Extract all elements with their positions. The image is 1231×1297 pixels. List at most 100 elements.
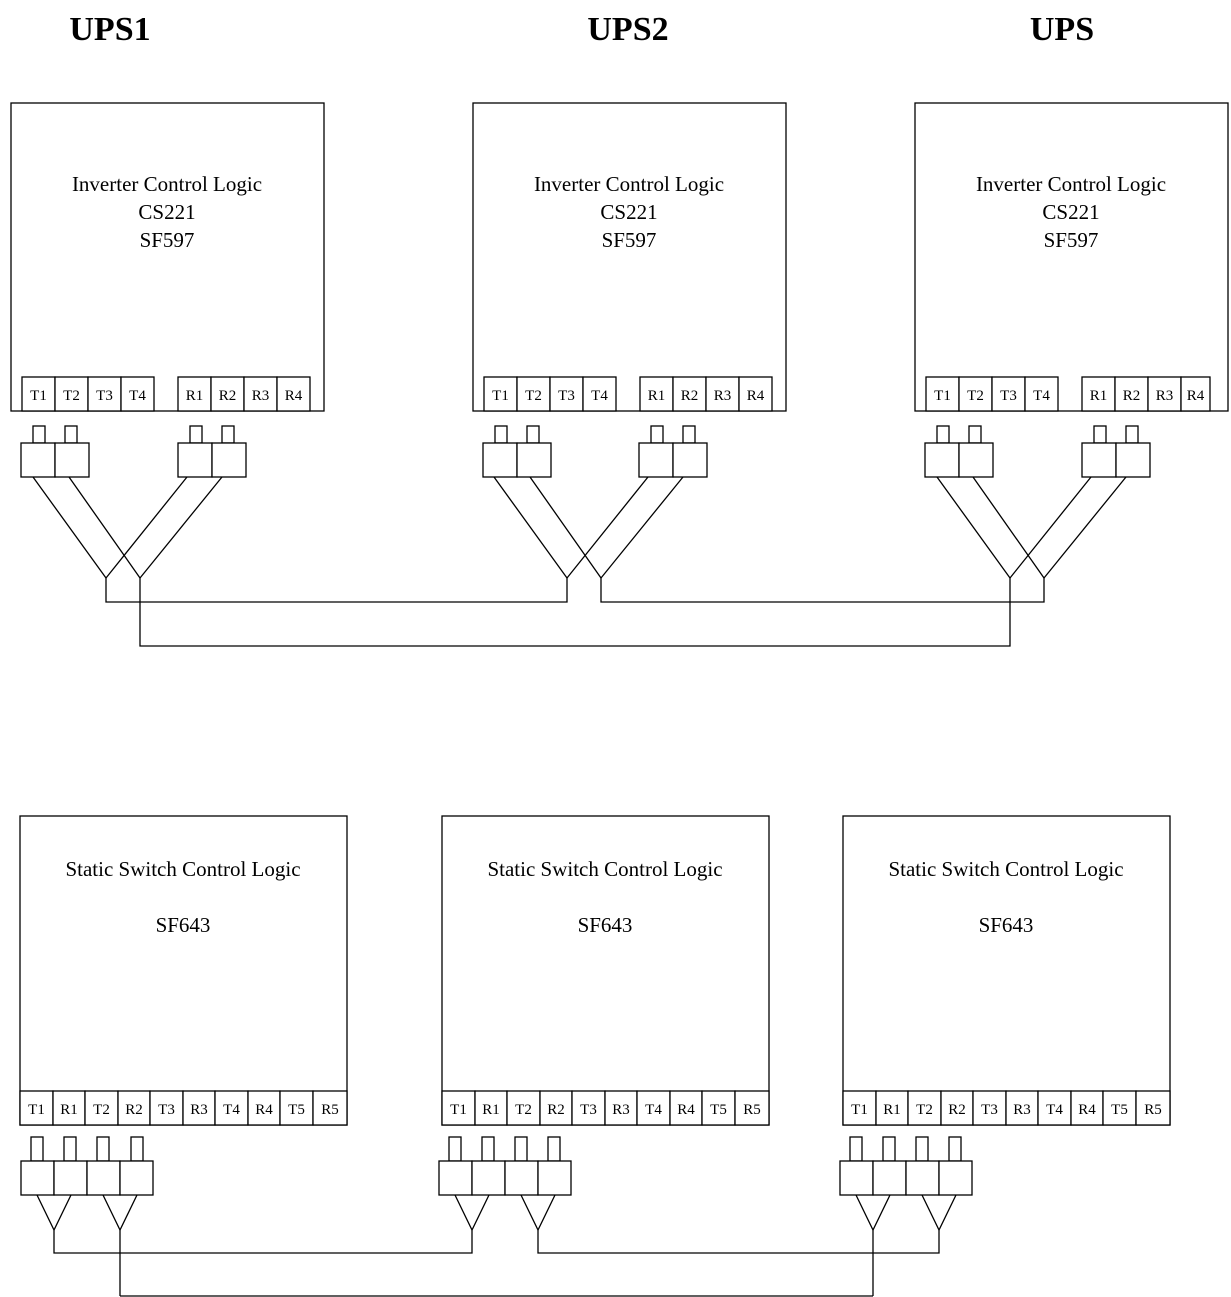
fiber-cables — [36, 1194, 138, 1232]
terminal-r2: R2 — [219, 388, 237, 404]
terminal-r5: R5 — [743, 1102, 761, 1118]
inverter-cs-label: CS221 — [600, 200, 657, 224]
terminal-r3: R3 — [252, 388, 270, 404]
inverter-sf-label: SF597 — [1044, 228, 1099, 252]
fiber-connectors — [20, 1136, 154, 1196]
terminal-strip: T1 R1 T2 R2 T3 R3 T4 R4 T5 R5 — [19, 1090, 348, 1126]
terminal-r3: R3 — [714, 388, 732, 404]
inverter-title-label: Inverter Control Logic — [72, 172, 262, 196]
terminal-t1: T1 — [492, 388, 509, 404]
terminal-r3: R3 — [1013, 1102, 1031, 1118]
fiber-cables — [936, 476, 1127, 579]
terminal-t5: T5 — [1111, 1102, 1128, 1118]
terminal-t4: T4 — [1033, 388, 1050, 404]
inverter-sf-label: SF597 — [140, 228, 195, 252]
terminal-r1: R1 — [60, 1102, 78, 1118]
terminal-t2: T2 — [967, 388, 984, 404]
fiber-cables — [493, 476, 684, 579]
terminal-r4: R4 — [255, 1102, 273, 1118]
terminal-strip-t: T1 T2 T3 T4 — [21, 376, 155, 412]
inverter-cs-label: CS221 — [138, 200, 195, 224]
terminal-strip-t: T1 T2 T3 T4 — [925, 376, 1059, 412]
terminal-r2: R2 — [547, 1102, 565, 1118]
terminal-r4: R4 — [677, 1102, 695, 1118]
switch-title-label: Static Switch Control Logic — [487, 857, 722, 881]
terminal-r3: R3 — [612, 1102, 630, 1118]
terminal-t4: T4 — [645, 1102, 662, 1118]
inverter-title-label: Inverter Control Logic — [976, 172, 1166, 196]
fiber-connectors — [20, 425, 247, 478]
ups2-title: UPS2 — [587, 11, 668, 48]
terminal-t2: T2 — [515, 1102, 532, 1118]
terminal-t1: T1 — [28, 1102, 45, 1118]
terminal-r1: R1 — [648, 388, 666, 404]
terminal-t1: T1 — [851, 1102, 868, 1118]
terminal-r4: R4 — [1187, 388, 1205, 404]
inverter-cs-label: CS221 — [1042, 200, 1099, 224]
terminal-t1: T1 — [934, 388, 951, 404]
terminal-strip-t: T1 T2 T3 T4 — [483, 376, 617, 412]
terminal-t2: T2 — [63, 388, 80, 404]
terminal-t1: T1 — [30, 388, 47, 404]
ups1-title: UPS1 — [69, 11, 150, 48]
inverter-unit-1: Inverter Control Logic CS221 SF597 T1 T2… — [10, 102, 325, 579]
terminal-r5: R5 — [321, 1102, 339, 1118]
terminal-t4: T4 — [591, 388, 608, 404]
terminal-t2: T2 — [93, 1102, 110, 1118]
terminal-strip-r: R1 R2 R3 R4 — [177, 376, 311, 412]
terminal-r1: R1 — [883, 1102, 901, 1118]
terminal-r4: R4 — [1078, 1102, 1096, 1118]
switch-sf-label: SF643 — [979, 913, 1034, 937]
static-switch-unit-1: Static Switch Control Logic SF643 T1 R1 … — [19, 815, 348, 1232]
static-switch-unit-3: Static Switch Control Logic SF643 T1 R1 … — [839, 815, 1171, 1232]
terminal-t3: T3 — [981, 1102, 998, 1118]
terminal-strip: T1 R1 T2 R2 T3 R3 T4 R4 T5 R5 — [842, 1090, 1171, 1126]
terminal-r3: R3 — [1156, 388, 1174, 404]
inverter-unit-3: Inverter Control Logic CS221 SF597 T1 T2… — [914, 102, 1229, 579]
terminal-r2: R2 — [125, 1102, 143, 1118]
terminal-t1: T1 — [450, 1102, 467, 1118]
terminal-t5: T5 — [710, 1102, 727, 1118]
terminal-r4: R4 — [747, 388, 765, 404]
inverter-ring-bus — [105, 578, 1045, 647]
switch-title-label: Static Switch Control Logic — [65, 857, 300, 881]
fiber-connectors — [839, 1136, 973, 1196]
fiber-connectors — [438, 1136, 572, 1196]
switch-title-label: Static Switch Control Logic — [888, 857, 1123, 881]
terminal-t3: T3 — [158, 1102, 175, 1118]
terminal-t2: T2 — [525, 388, 542, 404]
terminal-strip-r: R1 R2 R3 R4 — [1081, 376, 1211, 412]
fiber-cables — [855, 1194, 957, 1232]
terminal-r2: R2 — [1123, 388, 1141, 404]
fiber-cables — [454, 1194, 556, 1232]
ups3-title: UPS — [1030, 11, 1094, 48]
terminal-r2: R2 — [948, 1102, 966, 1118]
fiber-cables — [32, 476, 223, 579]
terminal-strip-r: R1 R2 R3 R4 — [639, 376, 773, 412]
switch-ring-bus — [53, 1230, 940, 1297]
fiber-connectors — [482, 425, 708, 478]
inverter-title-label: Inverter Control Logic — [534, 172, 724, 196]
terminal-t3: T3 — [1000, 388, 1017, 404]
terminal-r1: R1 — [1090, 388, 1108, 404]
inverter-sf-label: SF597 — [602, 228, 657, 252]
inverter-unit-2: Inverter Control Logic CS221 SF597 T1 T2… — [472, 102, 787, 579]
fiber-connectors — [924, 425, 1151, 478]
terminal-r1: R1 — [482, 1102, 500, 1118]
terminal-r2: R2 — [681, 388, 699, 404]
switch-sf-label: SF643 — [578, 913, 633, 937]
terminal-r4: R4 — [285, 388, 303, 404]
terminal-r5: R5 — [1144, 1102, 1162, 1118]
terminal-strip: T1 R1 T2 R2 T3 R3 T4 R4 T5 R5 — [441, 1090, 770, 1126]
terminal-r3: R3 — [190, 1102, 208, 1118]
terminal-r1: R1 — [186, 388, 204, 404]
terminal-t3: T3 — [580, 1102, 597, 1118]
terminal-t3: T3 — [96, 388, 113, 404]
static-switch-unit-2: Static Switch Control Logic SF643 T1 R1 … — [438, 815, 770, 1232]
terminal-t3: T3 — [558, 388, 575, 404]
terminal-t5: T5 — [288, 1102, 305, 1118]
terminal-t4: T4 — [223, 1102, 240, 1118]
terminal-t2: T2 — [916, 1102, 933, 1118]
switch-sf-label: SF643 — [156, 913, 211, 937]
